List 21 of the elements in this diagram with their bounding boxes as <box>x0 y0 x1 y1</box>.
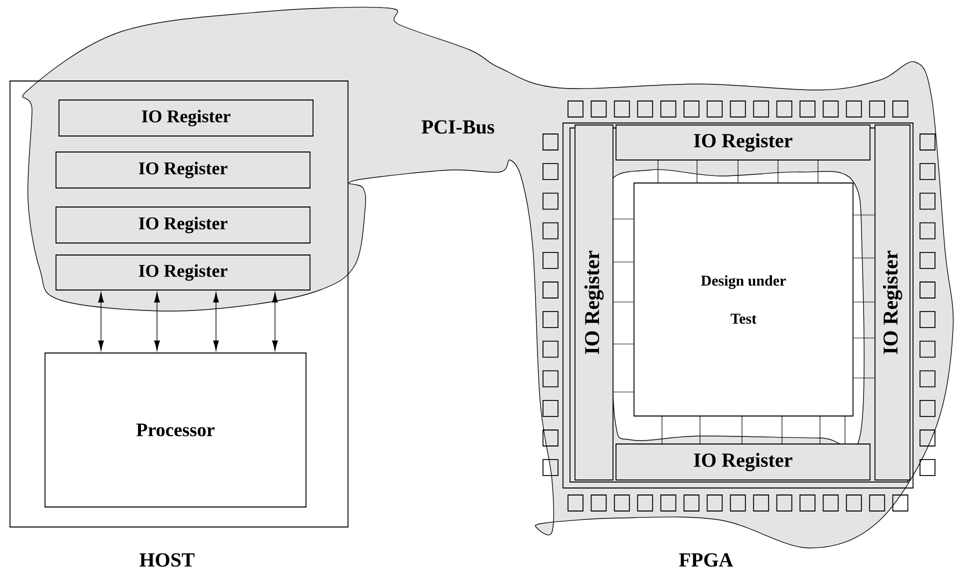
node-label: HOST <box>140 553 194 567</box>
register-box: IO Register <box>56 152 310 188</box>
bus-label: PCI-Bus <box>422 120 494 134</box>
wire-line <box>696 160 698 183</box>
arrow <box>272 292 278 351</box>
register-box: IO Register <box>56 254 310 290</box>
register-box: IO Register <box>616 444 870 480</box>
arrow <box>154 292 160 351</box>
design-box: Design under Test <box>634 182 854 416</box>
arrow <box>98 292 104 351</box>
wire-line <box>613 218 634 220</box>
processor-box: Processor <box>44 352 306 508</box>
register-box: IO Register <box>58 100 314 136</box>
register-box: IO Register <box>874 124 910 480</box>
register-box: IO Register <box>56 206 310 244</box>
register-box: IO Register <box>574 124 614 480</box>
register-box: IO Register <box>616 124 870 160</box>
node-label: FPGA <box>679 553 734 567</box>
wire-line <box>853 214 875 216</box>
wire-line <box>844 416 846 444</box>
arrow <box>213 292 219 351</box>
